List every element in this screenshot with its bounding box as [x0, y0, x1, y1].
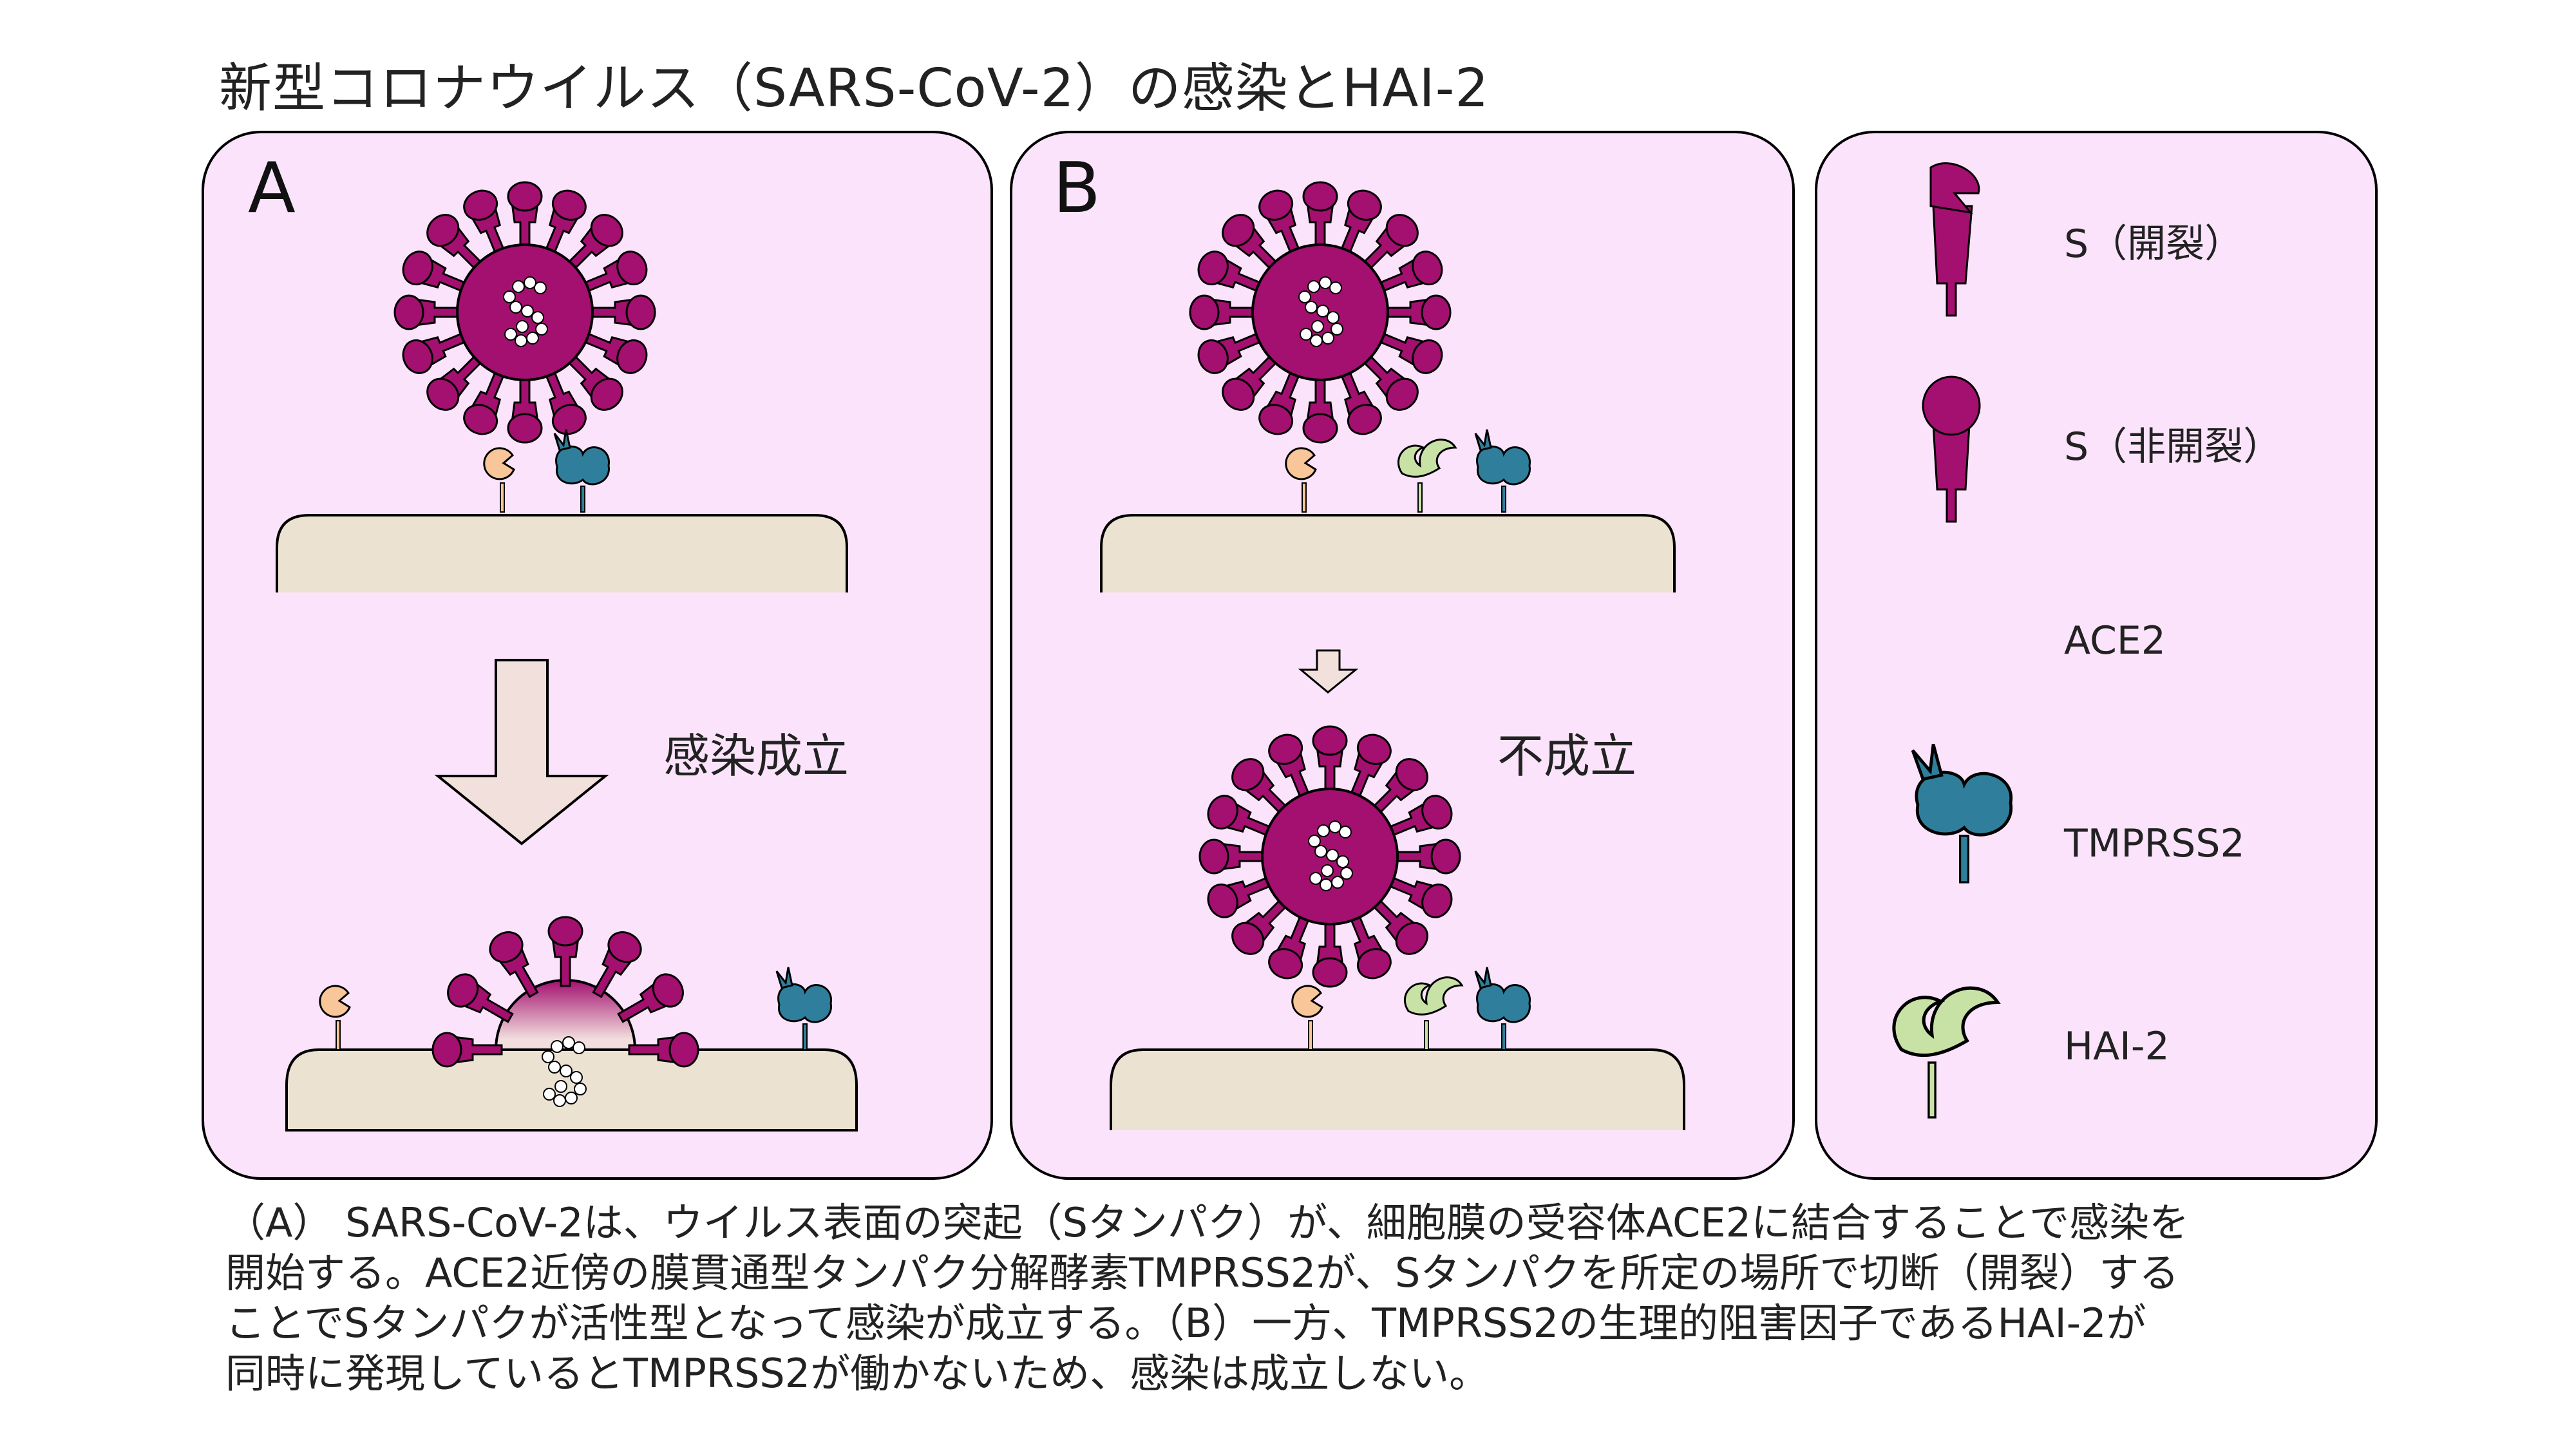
hai2-inhibitor-icon [1892, 986, 2001, 1119]
caption-line: （A） SARS-CoV-2は、ウイルス表面の突起（Sタンパク）が、細胞膜の受容… [225, 1199, 2190, 1246]
virus-b-bottom [1198, 725, 1461, 988]
down-arrow-large [434, 659, 609, 846]
legend-label-s-cleaved: S（開裂） [2064, 222, 2244, 267]
cell-membrane-a-top [276, 514, 848, 592]
infection-established-label: 感染成立 [663, 729, 849, 783]
virus-a-top [393, 181, 656, 444]
not-established-label: 不成立 [1497, 729, 1637, 783]
figure-title: 新型コロナウイルス（SARS-CoV-2）の感染とHAI-2 [219, 58, 1490, 119]
spike-cleaved-icon [1929, 162, 1980, 317]
infection-diagram [202, 131, 2378, 1180]
legend-label-s-uncleaved: S（非開裂） [2064, 424, 2282, 469]
legend-label-tmprss2: TMPRSS2 [2064, 821, 2245, 866]
panel-a [202, 131, 993, 1180]
caption-line: ことでSタンパクが活性型となって感染が成立する。（B）一方、TMPRSS2の生理… [225, 1300, 2146, 1347]
legend-label-ace2: ACE2 [2064, 618, 2166, 663]
panel-a-label: A [248, 148, 296, 229]
legend-label-hai2: HAI-2 [2064, 1024, 2170, 1069]
down-arrow-small [1298, 649, 1359, 694]
caption-line: 同時に発現しているとTMPRSS2が働かないため、感染は成立しない。 [225, 1350, 1490, 1397]
tmprss2-protease-icon [1911, 743, 2013, 884]
caption-line: 開始する。ACE2近傍の膜貫通型タンパク分解酵素TMPRSS2が、Sタンパクを所… [225, 1249, 2179, 1296]
spike-uncleaved-icon [1922, 375, 1981, 523]
virus-b-top [1189, 181, 1452, 444]
panel-b [1010, 131, 1795, 1180]
cell-membrane-b-bottom [1110, 1048, 1685, 1130]
panel-b-label: B [1053, 148, 1101, 229]
cell-membrane-b-top [1100, 514, 1676, 592]
figure-caption: （A） SARS-CoV-2は、ウイルス表面の突起（Sタンパク）が、細胞膜の受容… [225, 1198, 2351, 1399]
